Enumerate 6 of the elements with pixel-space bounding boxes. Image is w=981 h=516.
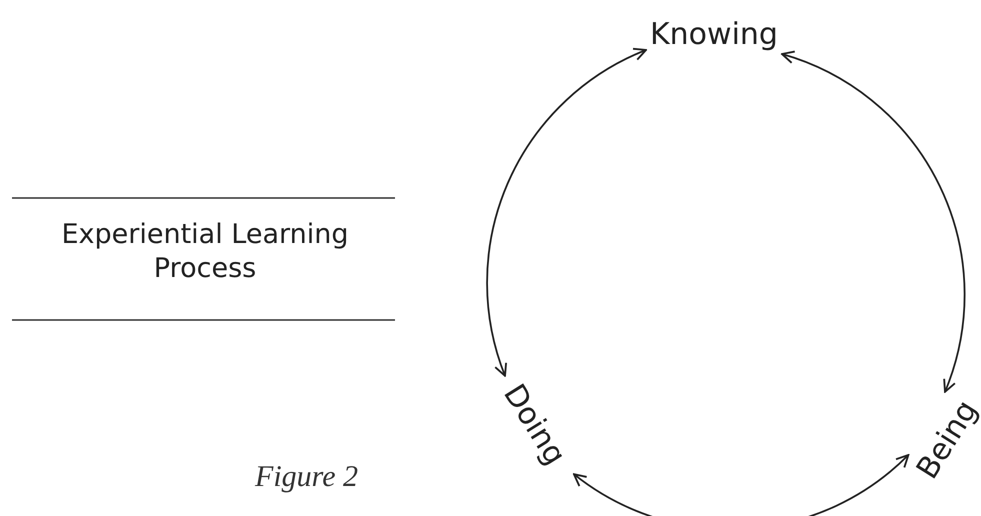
curved-arrow [573, 454, 910, 516]
stage-label: Knowing [650, 20, 778, 50]
figure-caption: Figure 2 [255, 460, 358, 494]
title-text: Experiential Learning Process [60, 218, 350, 286]
curved-arrow [781, 51, 966, 393]
curved-arrow [486, 48, 647, 377]
